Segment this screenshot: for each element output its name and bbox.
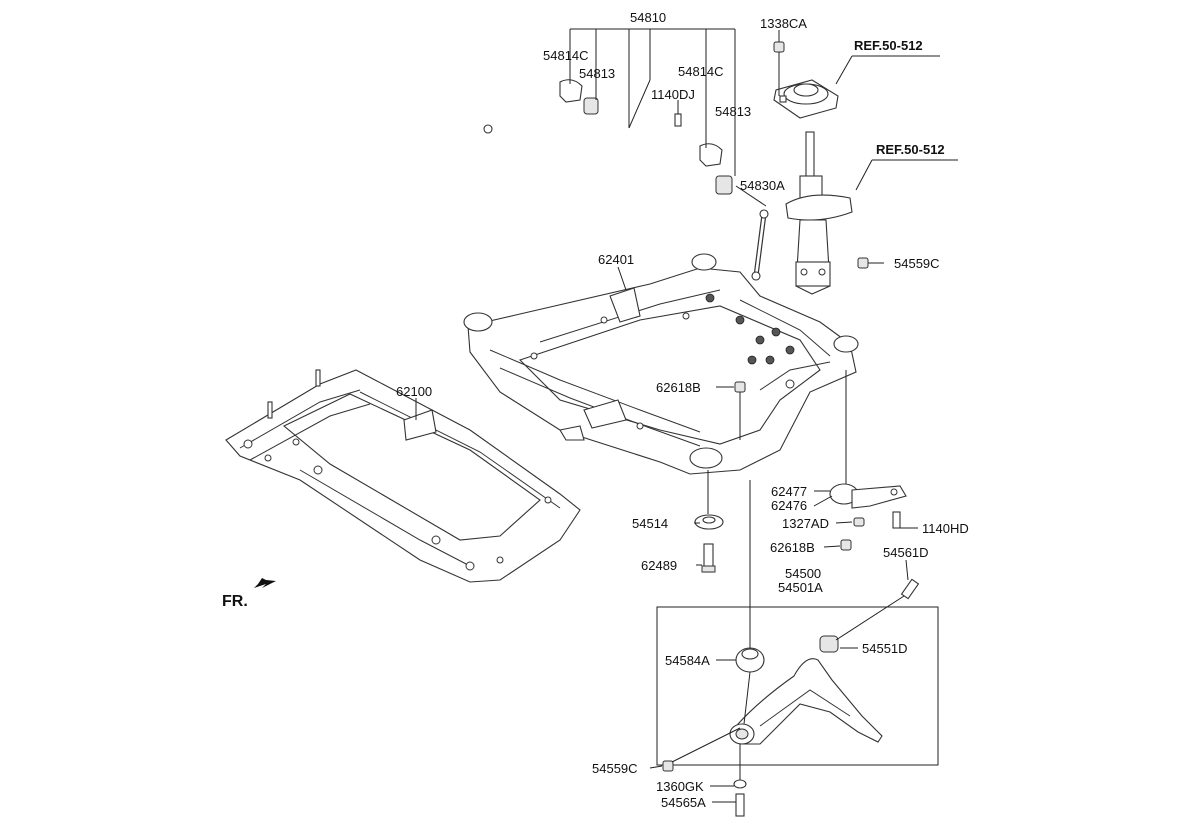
label-1140dj: 1140DJ (651, 87, 695, 102)
label-front-direction: FR. (222, 593, 248, 610)
lower-control-arm (729, 658, 883, 745)
label-62618b-upper: 62618B (656, 380, 701, 395)
stabilizer-bar (483, 116, 743, 271)
nut-54559c-lower (662, 760, 674, 772)
stabilizer-link-54830a (751, 209, 769, 281)
label-ref-50-512-upper: REF.50-512 (854, 38, 923, 53)
bracket-62477-62476 (829, 483, 907, 509)
label-62489: 62489 (641, 558, 677, 573)
label-54551d: 54551D (862, 641, 908, 656)
label-54561d: 54561D (883, 545, 929, 560)
label-62618b-lower: 62618B (770, 540, 815, 555)
front-direction-arrow-icon (254, 578, 276, 588)
label-54813-right: 54813 (715, 104, 751, 119)
lower-arm-box (656, 606, 939, 766)
label-62401: 62401 (598, 252, 634, 267)
nut-62618b-lower (840, 539, 852, 551)
label-62476: 62476 (771, 498, 807, 513)
washer-54514 (694, 514, 724, 530)
part-labels: 54810 54814C 54813 54814C 1140DJ 54813 1… (222, 10, 969, 810)
label-54500: 54500 (785, 566, 821, 581)
label-54501a: 54501A (778, 580, 823, 595)
label-ref-50-512-lower: REF.50-512 (876, 142, 945, 157)
strut-assembly (785, 131, 853, 295)
label-1327ad: 1327AD (782, 516, 829, 531)
washer-1360gk (733, 779, 747, 789)
clamp-54814c-left (559, 79, 583, 103)
crossmember-62100 (225, 369, 581, 583)
label-54813-left: 54813 (579, 66, 615, 81)
label-54814c-right: 54814C (678, 64, 724, 79)
label-62100: 62100 (396, 384, 432, 399)
label-54514: 54514 (632, 516, 668, 531)
bolt-54565a (735, 793, 745, 817)
bushing-54551d (819, 635, 839, 653)
label-54830a: 54830A (740, 178, 785, 193)
bushing-54813-right (715, 175, 733, 195)
strut-mount-insulator (773, 79, 839, 119)
nut-1338ca (773, 41, 785, 53)
nut-1327ad (853, 517, 865, 527)
label-1338ca: 1338CA (760, 16, 807, 31)
clamp-54814c-right (699, 143, 723, 167)
bolt-54561d (900, 578, 920, 600)
bolt-62489 (701, 543, 716, 573)
label-54559c-lower: 54559C (592, 761, 638, 776)
nut-54559c-upper (857, 257, 869, 269)
label-54565a: 54565A (661, 795, 706, 810)
label-54559c-upper: 54559C (894, 256, 940, 271)
front-subframe-62401 (463, 253, 859, 475)
bushing-54813-left (583, 97, 599, 115)
label-54584a: 54584A (665, 653, 710, 668)
bolt-1140hd (892, 511, 901, 529)
label-62477: 62477 (771, 484, 807, 499)
label-1360gk: 1360GK (656, 779, 704, 794)
nut-62618b-upper (734, 381, 746, 393)
bushing-54584a (735, 647, 765, 673)
label-54814c-left: 54814C (543, 48, 589, 63)
label-1140hd: 1140HD (922, 521, 969, 536)
label-54810: 54810 (630, 10, 666, 25)
leader-lines (415, 28, 958, 803)
bolt-1140dj (674, 113, 682, 127)
